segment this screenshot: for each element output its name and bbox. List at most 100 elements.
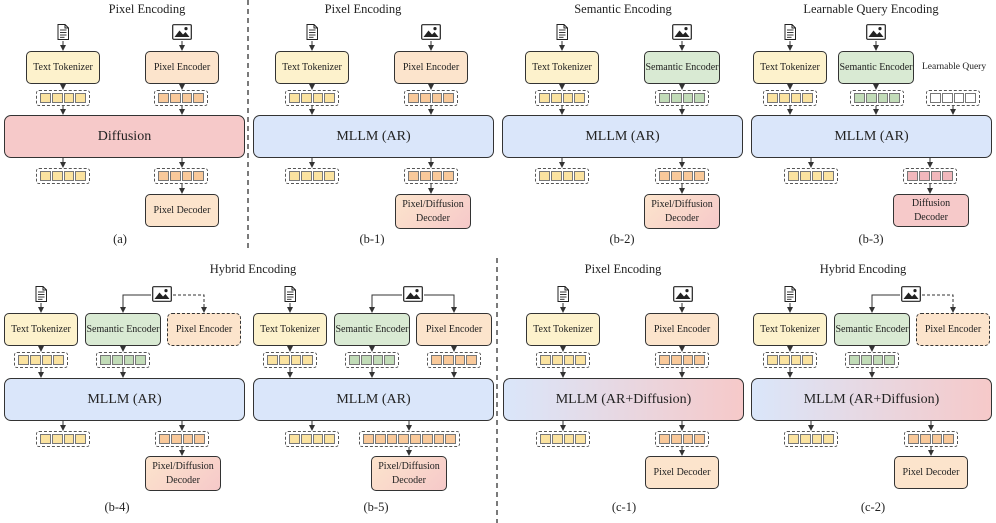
text-tokenizer: Text Tokenizer xyxy=(275,51,349,84)
token-cell xyxy=(694,434,705,444)
token-cell xyxy=(872,355,884,365)
token-cell xyxy=(100,355,111,365)
token-cell xyxy=(302,355,313,365)
token-cell xyxy=(788,171,799,181)
token-cell xyxy=(930,171,942,181)
token-cell xyxy=(360,355,372,365)
token-cell xyxy=(51,434,63,444)
document-icon xyxy=(57,24,69,40)
pixel-encoder: Pixel Encoder xyxy=(394,51,468,84)
token-cell xyxy=(659,171,670,181)
token-cell xyxy=(182,434,194,444)
decoder-label-line2: Decoder xyxy=(166,474,200,486)
token-cell xyxy=(682,93,694,103)
token-cell xyxy=(659,434,670,444)
token-cell xyxy=(443,171,454,181)
text-token-row xyxy=(784,431,838,447)
caption-c2: (c-2) xyxy=(860,500,886,514)
token-cell xyxy=(790,355,802,365)
token-cell xyxy=(539,93,550,103)
pixel-encoder: Pixel Encoder xyxy=(916,313,990,346)
token-cell xyxy=(419,171,431,181)
image-icon xyxy=(172,24,192,40)
token-cell xyxy=(908,434,919,444)
token-cell xyxy=(312,93,324,103)
mllm-ar-diffusion: MLLM (AR+Diffusion) xyxy=(503,378,744,421)
token-cell xyxy=(574,171,585,181)
token-cell xyxy=(431,355,442,365)
token-cell xyxy=(919,434,931,444)
token-cell xyxy=(111,355,123,365)
hybrid-token-row xyxy=(359,431,460,447)
caption-b3: (b-3) xyxy=(858,232,884,246)
token-cell xyxy=(540,434,551,444)
text-token-row xyxy=(536,431,590,447)
token-cell xyxy=(300,93,312,103)
token-cell xyxy=(421,434,433,444)
token-cell xyxy=(943,434,954,444)
pixel-token-row xyxy=(155,431,209,447)
token-cell xyxy=(670,93,682,103)
token-cell xyxy=(790,93,802,103)
token-cell xyxy=(778,355,790,365)
token-cell xyxy=(53,355,64,365)
title-b2: Semantic Encoding xyxy=(574,2,672,16)
mllm-ar: MLLM (AR) xyxy=(751,115,992,158)
token-cell xyxy=(63,93,75,103)
token-cell xyxy=(860,355,872,365)
token-cell xyxy=(40,434,51,444)
token-cell xyxy=(158,171,169,181)
token-cell xyxy=(29,355,41,365)
title-c2: Hybrid Encoding xyxy=(819,262,907,276)
token-cell xyxy=(799,171,811,181)
token-cell xyxy=(877,93,889,103)
token-cell xyxy=(267,355,278,365)
token-cell xyxy=(431,93,443,103)
token-cell xyxy=(682,355,694,365)
token-cell xyxy=(410,434,421,444)
token-cell xyxy=(290,355,302,365)
token-cell xyxy=(865,93,877,103)
token-cell xyxy=(324,171,335,181)
semantic-encoder: Semantic Encoder xyxy=(334,313,410,346)
pixel-token-row xyxy=(904,431,958,447)
mllm-ar-diffusion: MLLM (AR+Diffusion) xyxy=(751,378,992,421)
semantic-encoder: Semantic Encoder xyxy=(838,51,914,84)
text-token-row xyxy=(535,168,589,184)
text-tokenizer: Text Tokenizer xyxy=(4,313,78,346)
semantic-token-row xyxy=(655,90,709,106)
token-cell xyxy=(349,355,360,365)
token-cell xyxy=(550,171,562,181)
title-b3: Learnable Query Encoding xyxy=(803,2,939,16)
query-token-row xyxy=(926,90,980,106)
token-cell xyxy=(965,93,976,103)
image-icon xyxy=(152,286,172,302)
caption-b2: (b-2) xyxy=(609,232,635,246)
document-icon xyxy=(284,286,296,302)
token-cell xyxy=(931,434,943,444)
token-cell xyxy=(918,171,930,181)
token-cell xyxy=(788,434,799,444)
title-b45: Hybrid Encoding xyxy=(209,262,297,276)
token-cell xyxy=(562,93,574,103)
token-cell xyxy=(40,171,51,181)
token-cell xyxy=(823,434,834,444)
pixel-decoder: Pixel Decoder xyxy=(145,194,219,227)
pixel-token-row xyxy=(404,90,458,106)
token-cell xyxy=(799,434,811,444)
token-cell xyxy=(289,171,300,181)
text-token-row xyxy=(14,352,68,368)
pixel-token-row xyxy=(427,352,481,368)
token-cell xyxy=(374,434,386,444)
text-token-row xyxy=(36,431,90,447)
text-tokenizer: Text Tokenizer xyxy=(753,313,827,346)
token-cell xyxy=(953,93,965,103)
text-token-row xyxy=(263,352,317,368)
document-icon xyxy=(35,286,47,302)
pixel-token-row xyxy=(154,168,208,184)
token-cell xyxy=(767,355,778,365)
text-token-row xyxy=(285,90,339,106)
text-token-row xyxy=(763,352,817,368)
token-cell xyxy=(75,434,86,444)
